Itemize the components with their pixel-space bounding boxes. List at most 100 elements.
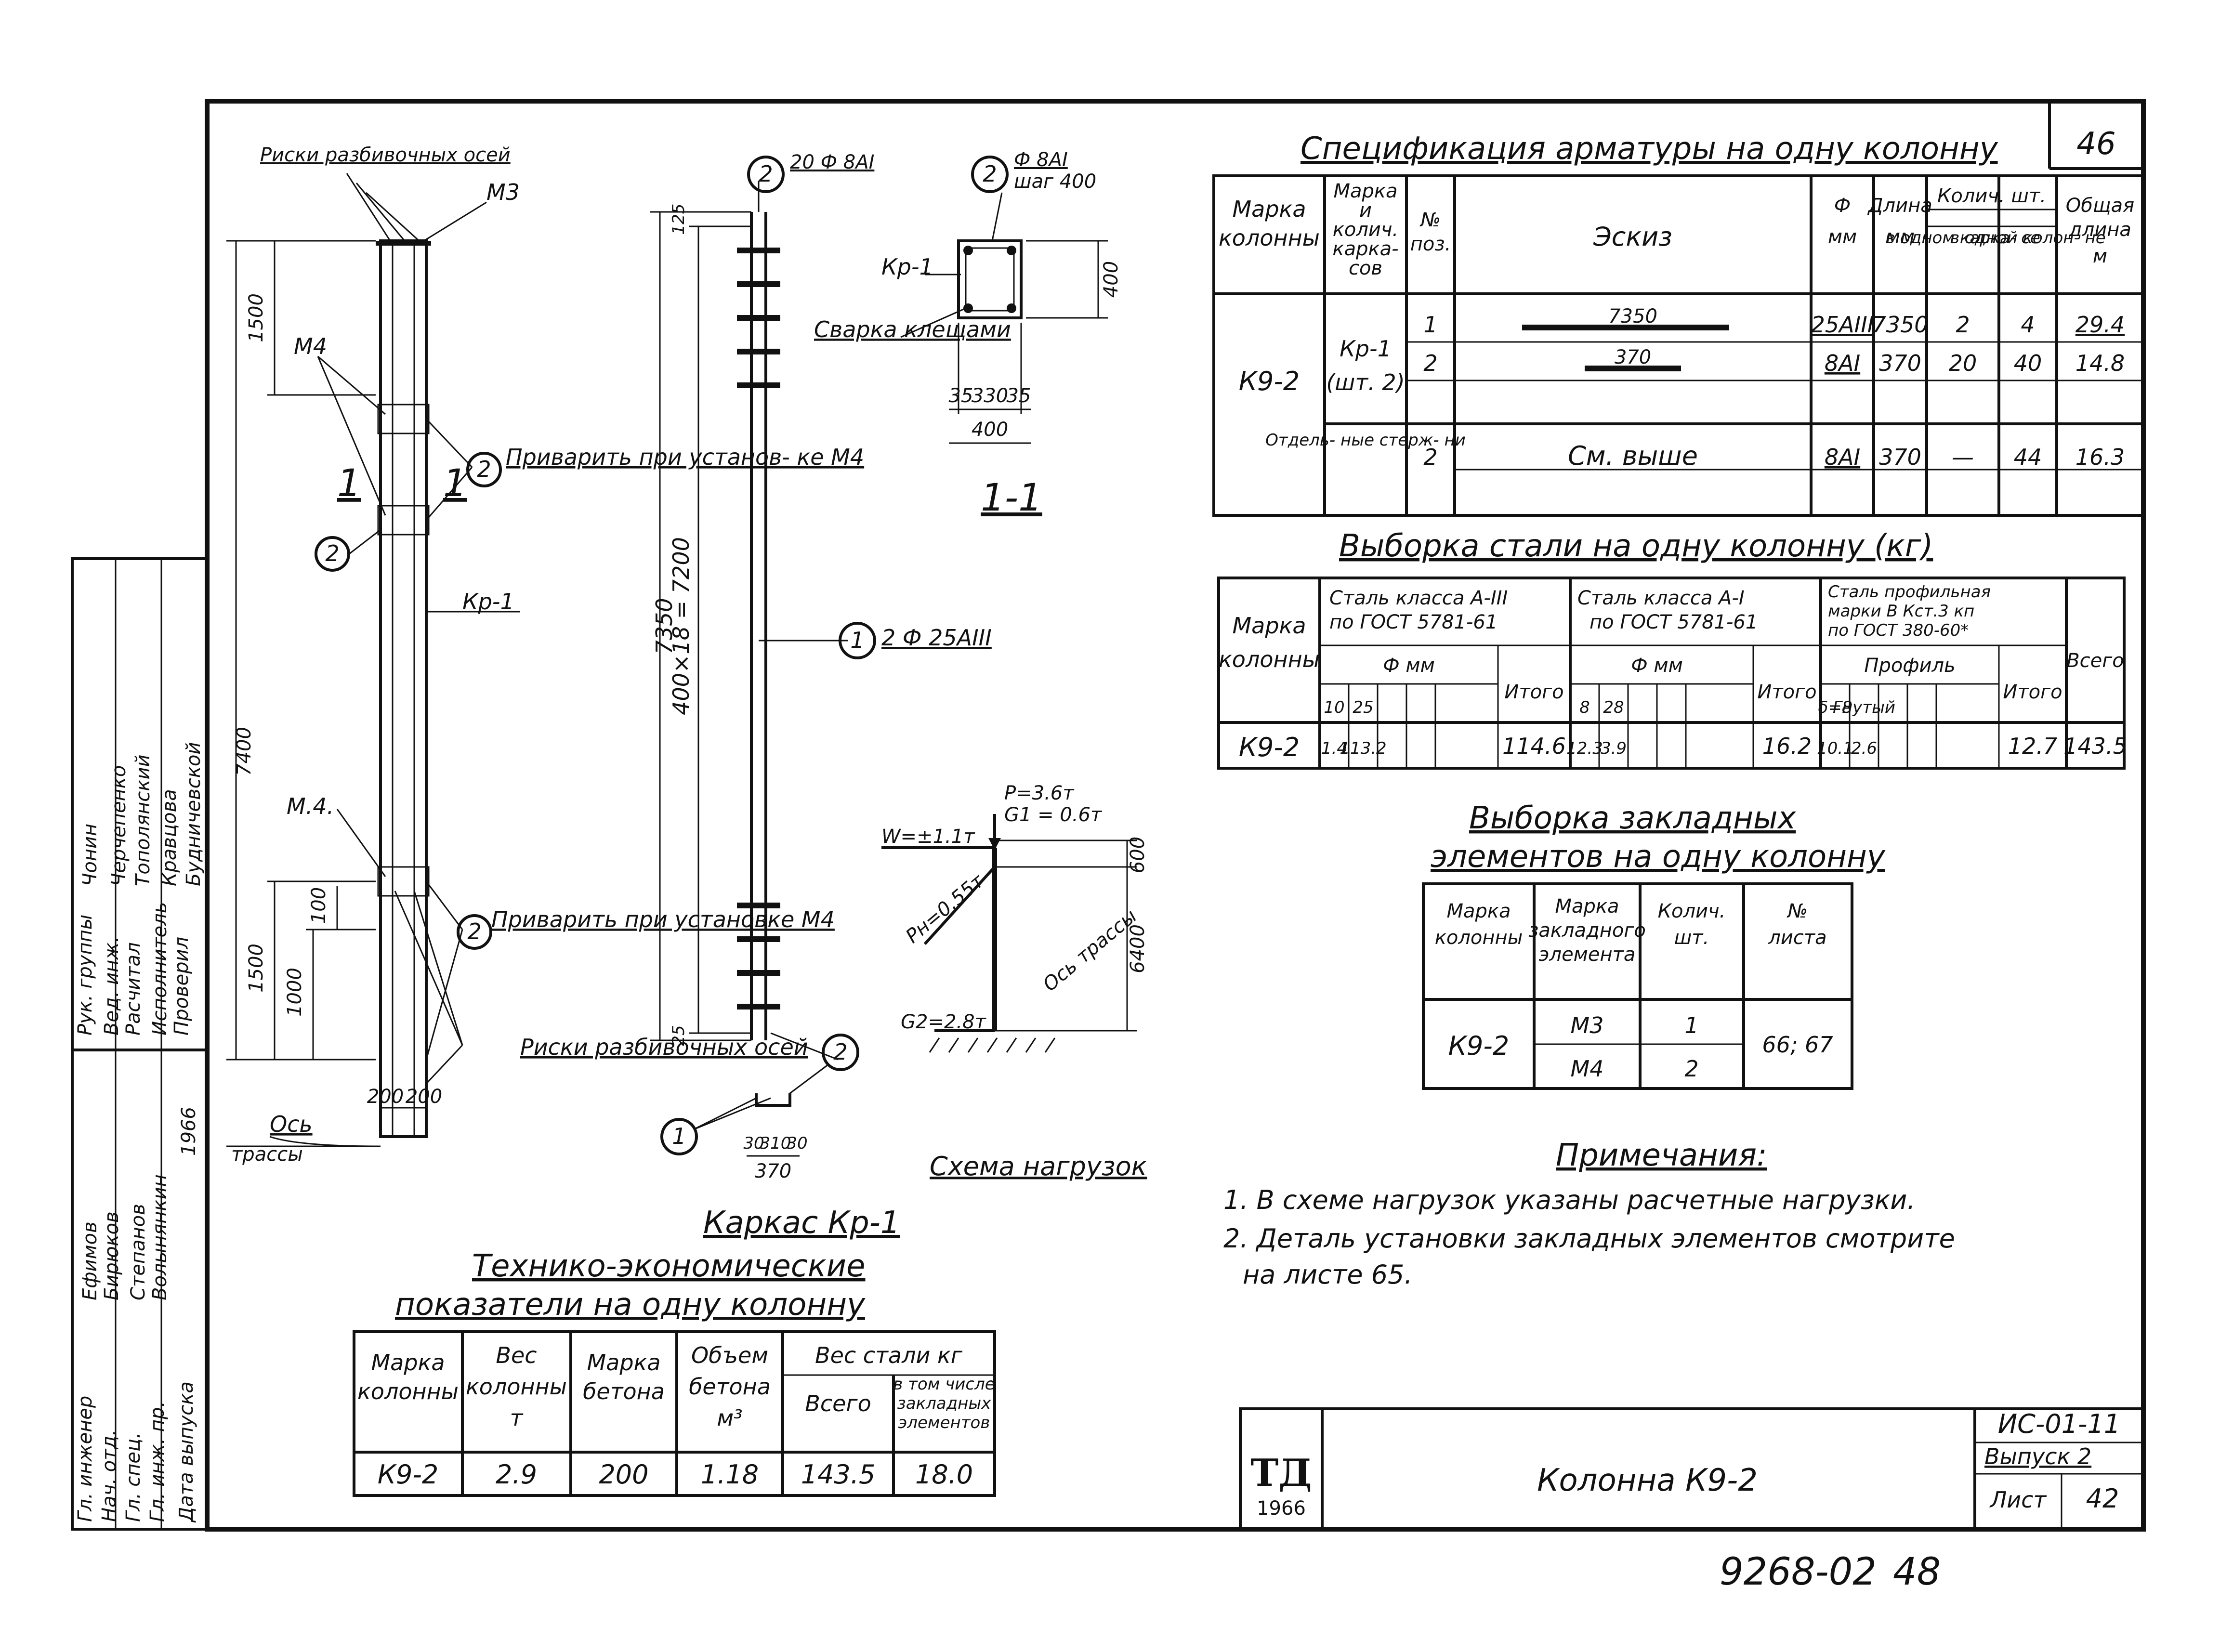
tep-h-mark: Марка: [371, 1350, 445, 1376]
tep-h-grade: Марка: [587, 1350, 660, 1376]
risks-bottom-label: Риски разбивочных осей: [520, 1034, 808, 1060]
load-Ph: Рн=0.55т: [902, 869, 989, 947]
embed-h-mark: Марка: [1446, 900, 1511, 922]
tep-h-volume-3: м³: [717, 1405, 742, 1431]
stamp-name-4: Кравцова: [158, 789, 181, 886]
callout-1-frame: 1: [850, 627, 864, 653]
series-code: ИС-01-11: [1998, 1409, 2121, 1439]
section-dim-35a: 35: [949, 385, 973, 407]
bar-dim-30a: 30: [743, 1134, 764, 1153]
load-G2: G2=2.8т: [901, 1011, 987, 1033]
tep-h-volume: Объем: [691, 1342, 768, 1368]
embed-title-1: Выборка закладных: [1469, 800, 1797, 836]
stamp-role-4: Исполнитель: [149, 902, 171, 1036]
steel-r-a3-2: 113.2: [1340, 739, 1386, 758]
section-dim-400: 400: [1100, 261, 1122, 298]
weld-top-label: Приварить при установ- ке М4: [506, 444, 864, 470]
spec-r2-b: 40: [2014, 350, 2042, 376]
spec-h-dia-2: мм: [1828, 226, 1857, 248]
stamp-name-5: Будничевской: [183, 742, 205, 886]
embed-h-emb-3: элемента: [1539, 944, 1636, 966]
steel-d-a1-1: 8: [1579, 698, 1590, 717]
steel-h-a3-2: по ГОСТ 5781-61: [1329, 611, 1498, 633]
notes-title: Примечания:: [1556, 1138, 1767, 1173]
stamp-left-name-4: Волынянкин: [149, 1174, 171, 1300]
embed-h-emb-2: закладного: [1528, 919, 1646, 942]
stamp-left-name-1: Ефимов: [79, 1221, 101, 1300]
spec-r1-dia: 25АIII: [1811, 312, 1874, 338]
spec-r1-len: 7350: [1872, 312, 1928, 338]
embed-h-qty-2: шт.: [1674, 927, 1709, 949]
steel-r-prof-2: 2.6: [1851, 739, 1877, 758]
spec-h-len: Длина: [1867, 195, 1932, 217]
callout-2-frame-top: 2: [759, 161, 773, 187]
sheet-number: 42: [2086, 1483, 2119, 1514]
note-2b: на листе 65.: [1243, 1259, 1413, 1290]
spec-h-pos-2: поз.: [1410, 233, 1451, 255]
steel-h-mark: Марка: [1232, 613, 1306, 639]
steel-h-dia-a3: Ф мм: [1383, 655, 1435, 677]
load-W: W=±1.1т: [881, 826, 975, 848]
spec-r1-pos: 1: [1423, 312, 1437, 338]
spec-table: [1212, 174, 2145, 517]
stamp-name-1: Чонин: [79, 824, 101, 886]
logo: ТД: [1250, 1451, 1312, 1495]
m4-label-bottom: М.4.: [287, 793, 334, 819]
spec-r2-len: 370: [1879, 350, 1921, 376]
spec-h-qty-b: в одной колон- не: [1950, 228, 2105, 248]
embed-table: [1422, 882, 1853, 1090]
spec-r2-a: 20: [1949, 350, 1977, 376]
load-P: P=3.6т: [1004, 782, 1075, 804]
approval-stamp: Рук. группы Вед. инж. Расчитал Исполните…: [71, 557, 209, 1531]
stamp-left-4: Гл. инж. пр.: [146, 1401, 169, 1522]
embed-h-sheet-2: листа: [1768, 927, 1826, 949]
tep-h-mark-2: колонны: [357, 1378, 459, 1404]
stamp-role-5: Проверил: [171, 937, 193, 1036]
spec-r1-sketch: 7350: [1608, 305, 1657, 328]
spec-h-sketch: Эскиз: [1593, 222, 1672, 252]
embed-col-mark: К9-2: [1448, 1031, 1510, 1061]
tep-r-emb: 18.0: [915, 1459, 973, 1490]
spec-title: Спецификация арматуры на одну колонну: [1300, 131, 1998, 167]
spec-see-above: См. выше: [1568, 441, 1698, 471]
spec-row-3: 2 8AI 370 — 44 16.3: [1423, 444, 2125, 470]
embed-sheets: 66; 67: [1762, 1032, 1833, 1058]
steel-h-prof-2: марки В Кст.3 кп: [1828, 602, 1974, 621]
spec-h-total-3: м: [2093, 245, 2107, 267]
m3-label: М3: [486, 179, 520, 205]
drawing-name: Колонна К9-2: [1537, 1463, 1758, 1498]
steel-r-prof-1: 10.1: [1817, 739, 1853, 758]
tep-h-grade-2: бетона: [583, 1378, 665, 1404]
load-title: Схема нагрузок: [930, 1151, 1147, 1181]
tep-h-emb-3: элементов: [898, 1413, 990, 1432]
steel-h-itogo-a1: Итого: [1757, 681, 1816, 703]
spec-col-mark: К9-2: [1239, 366, 1300, 396]
steel-r-prof-itogo: 12.7: [2008, 733, 2057, 759]
spec-row-2: 2 370 8AI 370 20 40 14.8: [1423, 346, 2125, 376]
section-mark-right: 1: [443, 462, 467, 505]
tep-r-grade: 200: [599, 1459, 648, 1490]
frame-dim-7350: 7350: [651, 598, 677, 654]
steel-r-a1-2: 3.9: [1601, 739, 1627, 758]
stamp-left-3: Гл. спец.: [122, 1432, 144, 1522]
embed-r2-mark: М4: [1571, 1056, 1604, 1082]
spec-r2-total: 14.8: [2076, 350, 2125, 376]
tep-row: К9-2 2.9 200 1.18 143.5 18.0: [378, 1459, 973, 1490]
spec-h-frames-2: и: [1359, 199, 1372, 222]
spec-h-mark: Марка: [1232, 196, 1306, 222]
spec-h-total: Общая: [2066, 195, 2134, 217]
steel-r-a3-itogo: 114.6: [1502, 733, 1566, 759]
embed-h-qty: Колич.: [1658, 900, 1726, 922]
tep-r-all: 143.5: [801, 1459, 876, 1490]
steel-h-a3: Сталь класса А-III: [1329, 587, 1508, 609]
stamp-left-name-2: Бирюков: [101, 1211, 123, 1300]
load-G1: G1 = 0.6т: [1004, 804, 1103, 826]
callout-2-section: 2: [983, 161, 997, 187]
callout-2-elev-mid: 2: [325, 540, 339, 566]
frame-kr1: [650, 156, 876, 1157]
note-1: 1. В схеме нагрузок указаны расчетные на…: [1223, 1185, 1916, 1215]
embed-h-mark-2: колонны: [1435, 927, 1523, 949]
load-scheme: [881, 814, 1137, 1053]
steel-h-mark-2: колонны: [1219, 646, 1320, 672]
